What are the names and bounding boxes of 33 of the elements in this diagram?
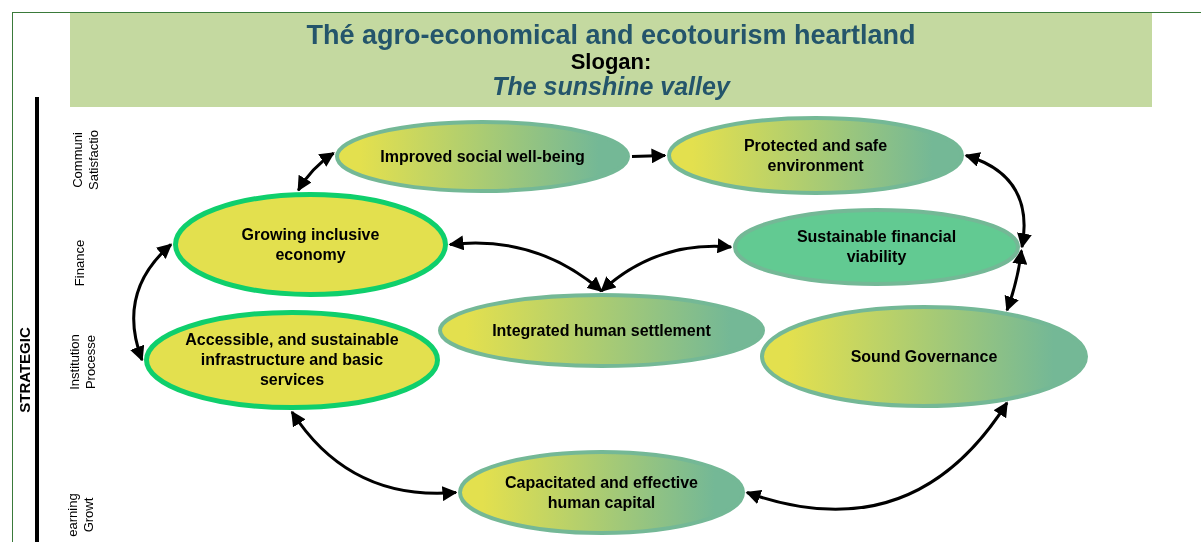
objective-ellipse (144, 310, 440, 410)
objective-text: Improved social well-being (380, 146, 585, 167)
banner-text: Slogan: (570, 49, 652, 73)
arrow (290, 410, 458, 501)
objective-text: Sound Governance (850, 346, 998, 367)
arrow (130, 243, 173, 362)
title-banner (70, 13, 1152, 107)
arrow (631, 148, 667, 164)
objective-ellipse (438, 293, 765, 368)
objective-text: Integrated human settlement (492, 320, 711, 341)
arrow (600, 238, 733, 293)
axis-title: STRATEGIC (14, 326, 34, 415)
arrow (745, 401, 1009, 511)
row-label: earning Growt (64, 492, 97, 539)
objective-text: Capacitated and effective human capital (504, 472, 699, 513)
objective-ellipse (458, 450, 745, 535)
arrow (1004, 249, 1028, 312)
arrow (964, 152, 1032, 249)
objective-text: Sustainable financial viability (795, 227, 958, 267)
row-label: Institution Processe (66, 333, 99, 392)
objective-ellipse (733, 208, 1020, 286)
banner-text: Thé agro-economical and ecotourism heartland (306, 21, 916, 50)
row-label: Communi Satisfactio (69, 129, 102, 192)
objective-ellipse (667, 116, 964, 195)
arrow (297, 151, 335, 192)
arrow (448, 235, 603, 293)
row-label: Finance (71, 238, 88, 289)
objective-ellipse (760, 305, 1088, 408)
objective-ellipse (335, 120, 630, 193)
objective-text: Protected and safe environment (742, 135, 889, 176)
objective-text: Accessible, and sustainable infrastructure and basic services (184, 330, 400, 390)
objective-ellipse (173, 192, 448, 297)
objective-text: Growing inclusive economy (240, 224, 381, 265)
